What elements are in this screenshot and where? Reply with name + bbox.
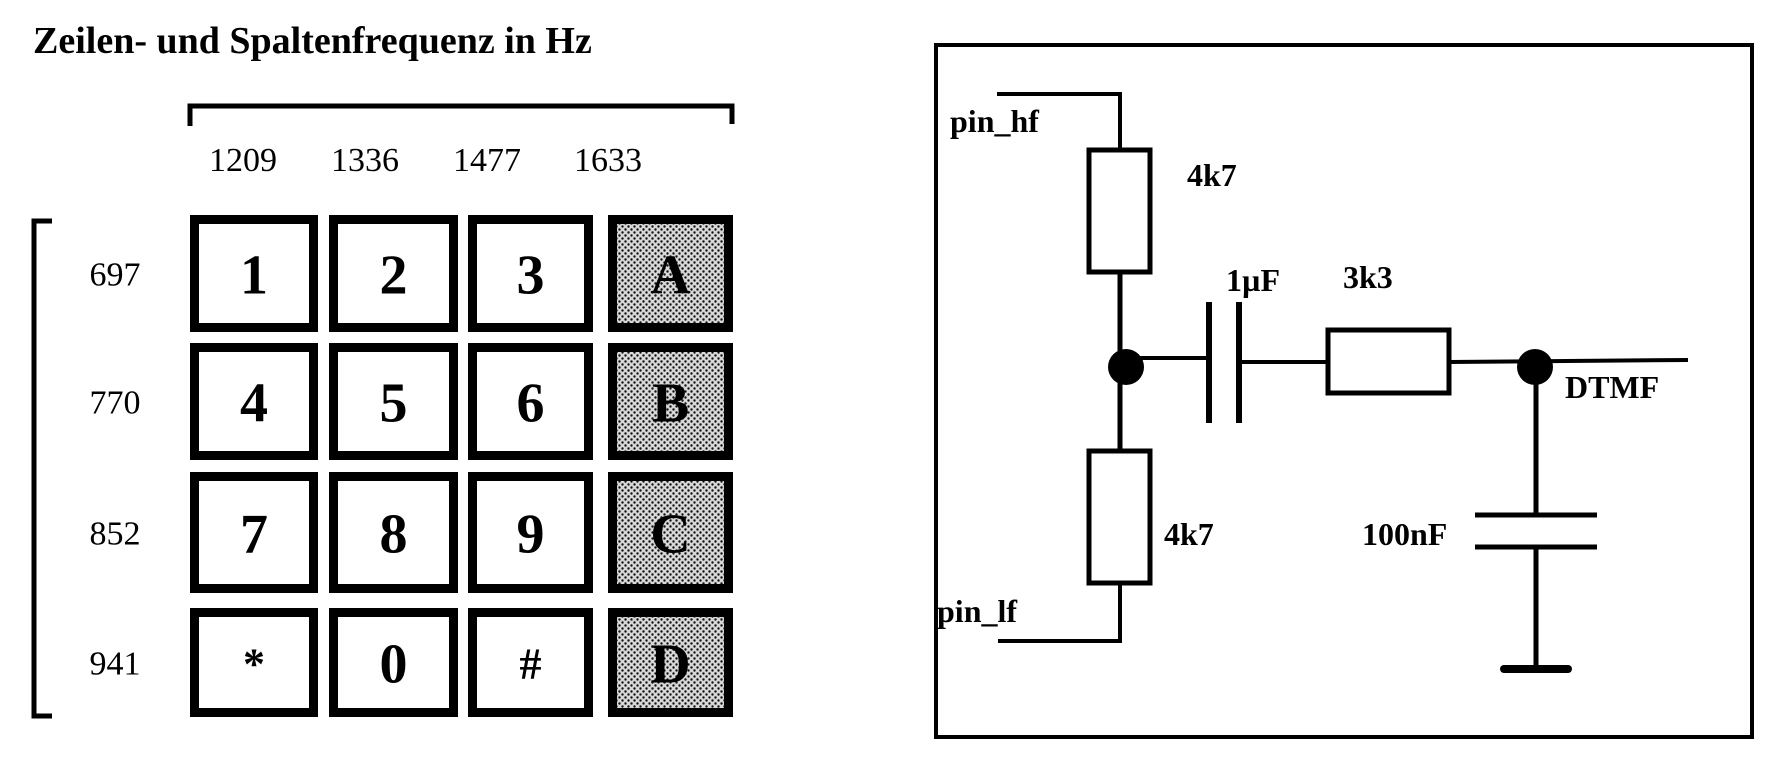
key-label: C [650, 504, 690, 566]
key-2[interactable]: 2 [329, 215, 458, 332]
row-frequency-852: 852 [90, 516, 141, 553]
row-frequency-headers: 697 770 852 941 [90, 257, 141, 683]
key-c[interactable]: C [608, 472, 733, 593]
key-box [329, 343, 458, 460]
column-frequency-1477: 1477 [453, 142, 521, 179]
key-box [608, 608, 733, 717]
wire-pin-lf [998, 583, 1122, 643]
key-9[interactable]: 9 [468, 472, 593, 593]
circuit-panel: pin_hf 4k7 4k7 pin_lf 1µF 3k3 DTMF 100nF [934, 43, 1754, 739]
keypad-grid: 1 2 3 A 4 5 6 B 7 8 9 C * 0 # D [190, 215, 733, 717]
key-box [190, 472, 318, 593]
key-box [329, 215, 458, 332]
row-frequency-941: 941 [90, 646, 141, 683]
resistor-top [1086, 147, 1153, 275]
circuit-frame [934, 43, 1754, 739]
key-box [190, 215, 318, 332]
key-d[interactable]: D [608, 608, 733, 717]
pin-lf-label: pin_lf [937, 593, 1017, 629]
key-6[interactable]: 6 [468, 343, 593, 460]
column-bracket [187, 103, 735, 126]
key-8[interactable]: 8 [329, 472, 458, 593]
key-box [468, 215, 593, 332]
key-box [608, 343, 733, 460]
key-1[interactable]: 1 [190, 215, 318, 332]
key-box [608, 472, 733, 593]
column-frequency-1633: 1633 [574, 142, 642, 179]
key-star[interactable]: * [190, 608, 318, 717]
key-label: D [650, 634, 690, 696]
key-box [190, 343, 318, 460]
junction-node-divider [1108, 349, 1144, 385]
key-label: 4 [240, 373, 268, 435]
key-label: 8 [380, 504, 408, 566]
key-box [468, 472, 593, 593]
key-5[interactable]: 5 [329, 343, 458, 460]
key-box [608, 215, 733, 332]
row-frequency-697: 697 [90, 257, 141, 294]
resistor-bottom-label: 4k7 [1164, 516, 1214, 552]
junction-node-output [1517, 349, 1553, 385]
column-frequency-1336: 1336 [331, 142, 399, 179]
key-label: 5 [380, 373, 408, 435]
resistor-series [1325, 327, 1452, 396]
key-label: 0 [380, 634, 408, 696]
column-frequency-headers: 1209 1336 1477 1633 [209, 142, 642, 179]
output-label: DTMF [1565, 369, 1659, 405]
key-label: B [652, 373, 689, 435]
key-label: 2 [380, 245, 408, 307]
key-hash[interactable]: # [468, 608, 593, 717]
resistor-bottom [1086, 448, 1153, 586]
capacitor-filter-label: 100nF [1362, 516, 1447, 552]
wire-pin-hf [997, 92, 1122, 150]
resistor-top-label: 4k7 [1187, 157, 1237, 193]
row-frequency-770: 770 [90, 385, 141, 422]
key-box [190, 608, 318, 717]
key-b[interactable]: B [608, 343, 733, 460]
key-label: A [650, 245, 691, 307]
wire-output [1448, 358, 1689, 364]
key-4[interactable]: 4 [190, 343, 318, 460]
key-label: 7 [240, 504, 268, 566]
key-3[interactable]: 3 [468, 215, 593, 332]
key-box [329, 472, 458, 593]
column-frequency-1209: 1209 [209, 142, 277, 179]
key-box [468, 608, 593, 717]
key-label: 9 [517, 504, 545, 566]
key-label: # [520, 640, 542, 689]
row-bracket [31, 218, 52, 719]
key-label: 1 [240, 245, 268, 307]
key-7[interactable]: 7 [190, 472, 318, 593]
key-label: 6 [517, 373, 545, 435]
pin-hf-label: pin_hf [950, 103, 1039, 139]
key-box [329, 608, 458, 717]
key-label: * [243, 640, 265, 689]
key-box [468, 343, 593, 460]
key-a[interactable]: A [608, 215, 733, 332]
key-label: 3 [517, 245, 545, 307]
keypad-title: Zeilen- und Spaltenfrequenz in Hz [33, 20, 592, 62]
key-0[interactable]: 0 [329, 608, 458, 717]
resistor-series-label: 3k3 [1343, 259, 1393, 295]
capacitor-coupling-label: 1µF [1226, 262, 1280, 298]
